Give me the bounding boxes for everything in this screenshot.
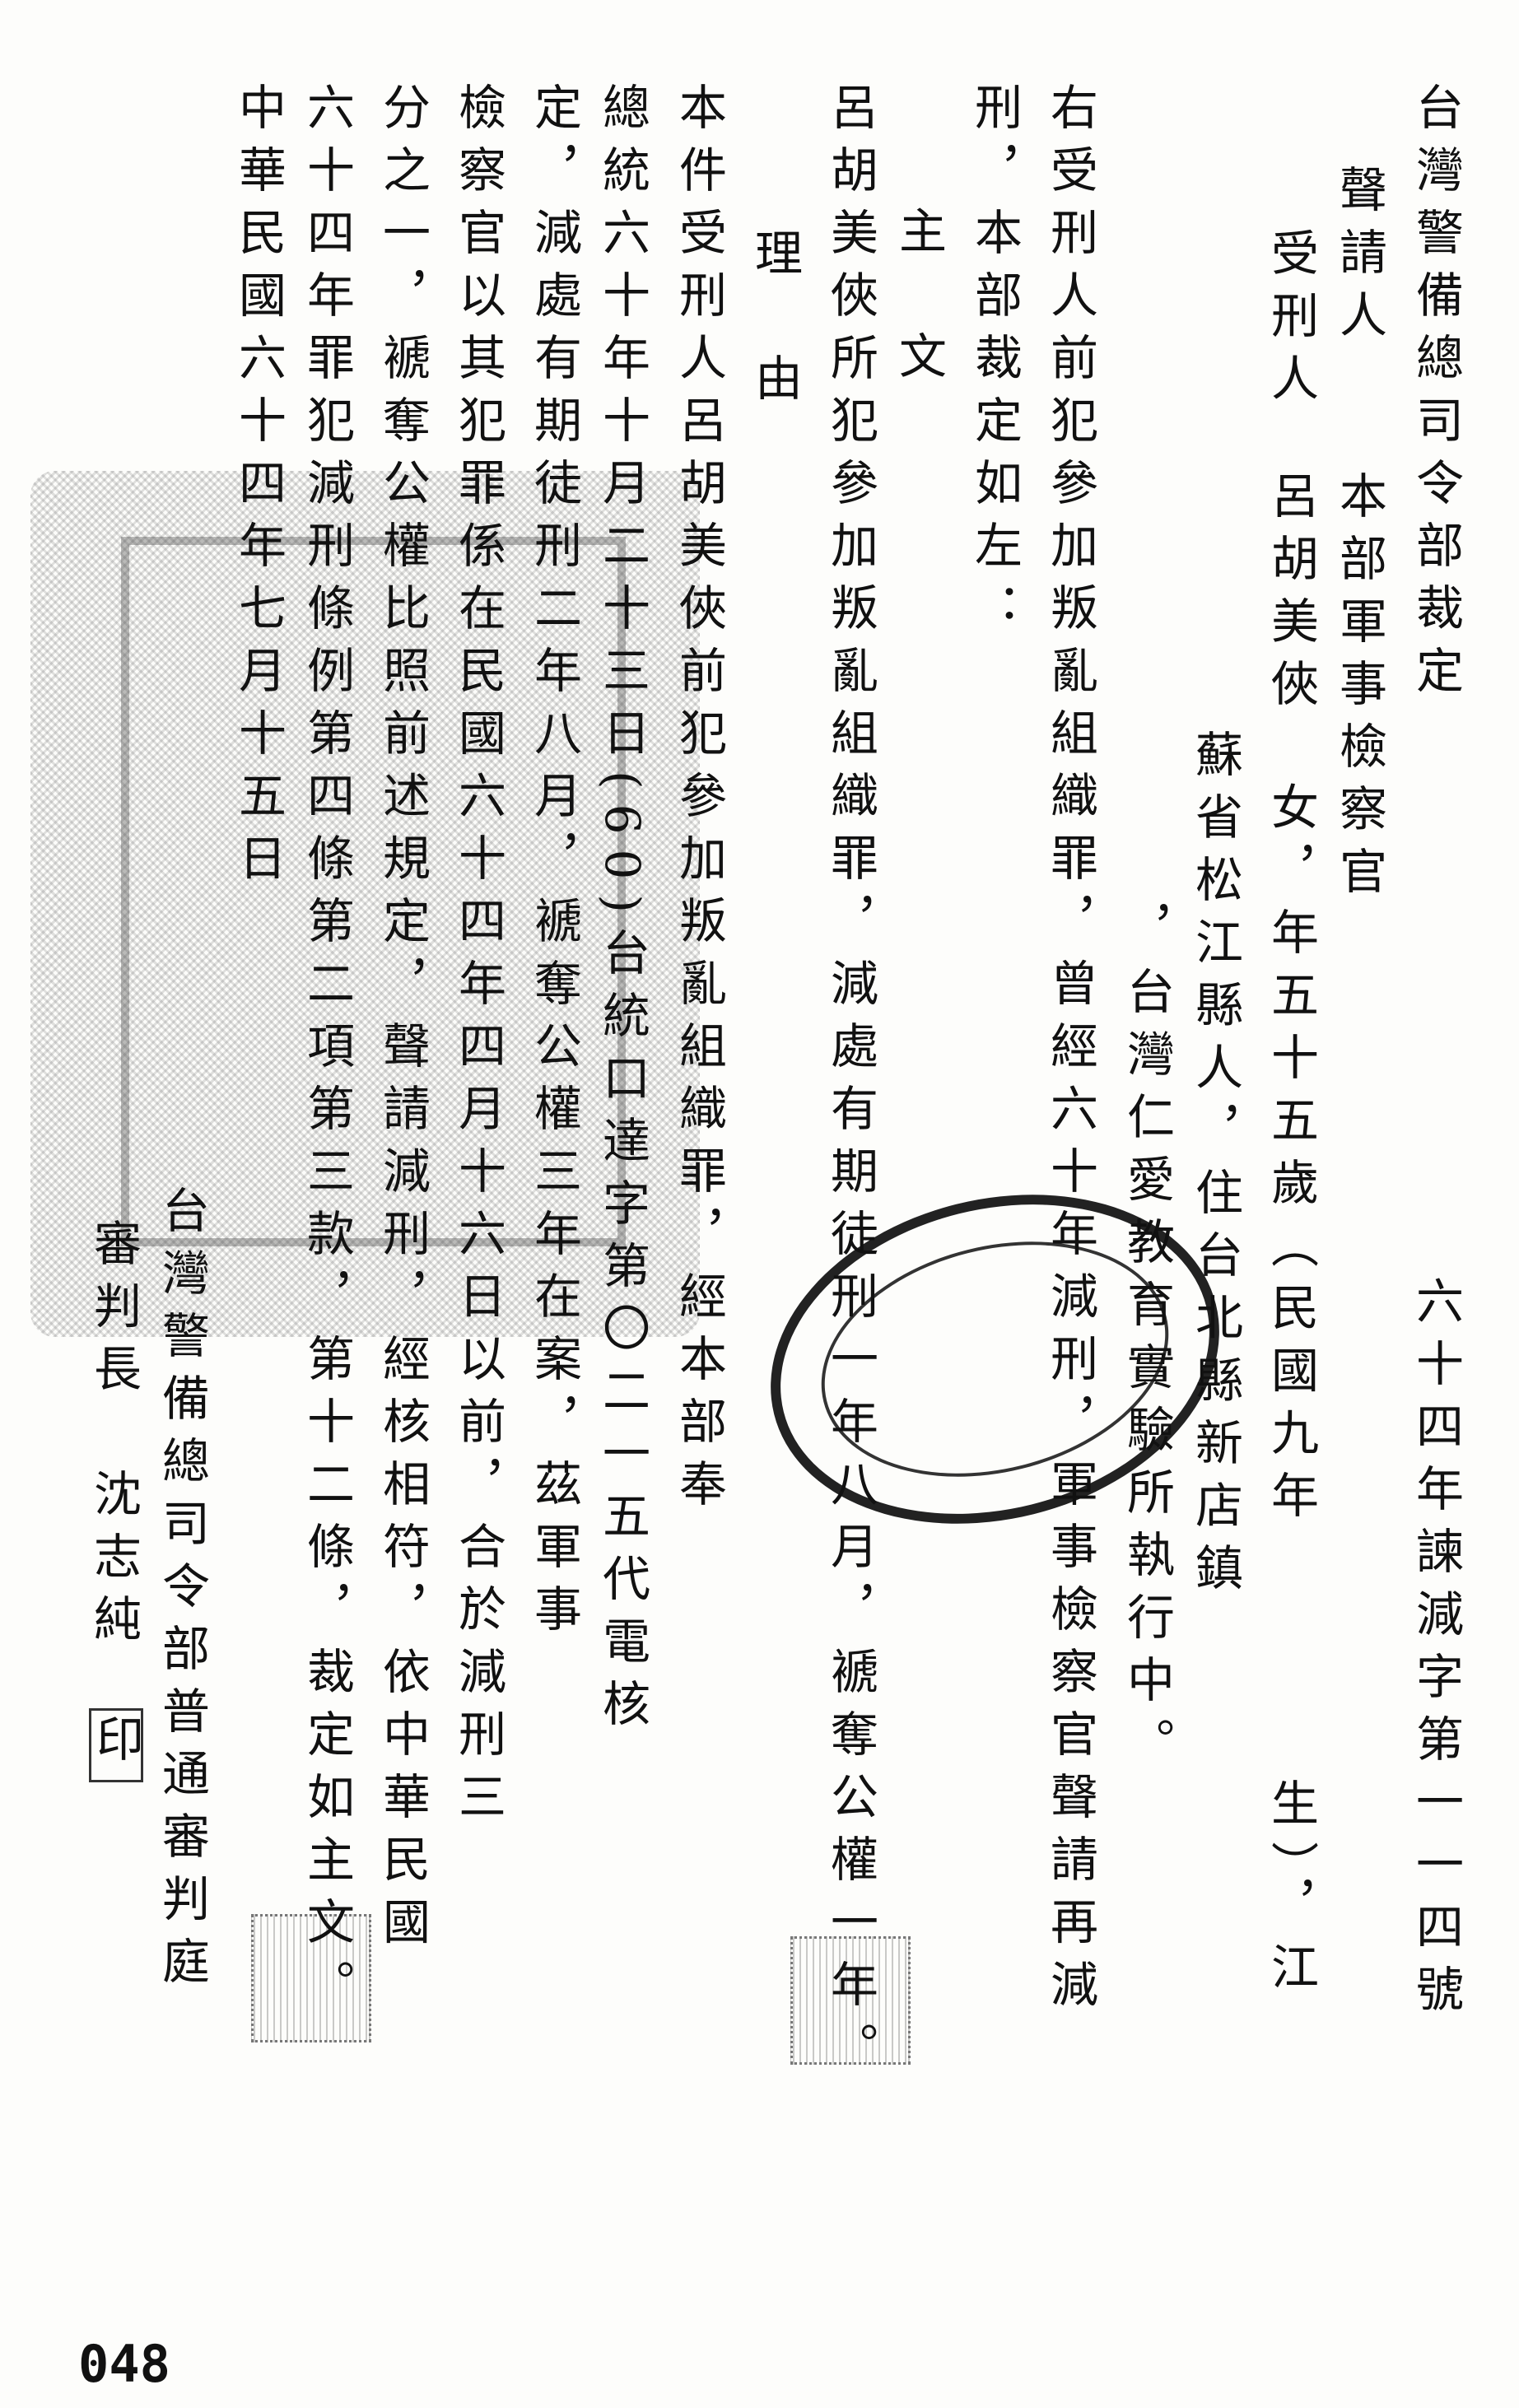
- convict-info: 女，年五十五歲（民國九年: [1263, 782, 1319, 1533]
- convict-info: 蘇省松江縣人，住台北縣新店鎮: [1187, 729, 1243, 1605]
- page-number: 048: [78, 2334, 170, 2394]
- ruling-text: 呂胡美俠所犯參加叛亂組織罪，減處有期徒刑一年八月，褫奪公權一年。: [822, 82, 878, 2084]
- reasons-line: 總統六十年十月二十三日(60)台統口達字第〇二一五代電核: [594, 82, 650, 1742]
- petitioner-label: 聲請人: [1331, 165, 1387, 352]
- official-square-seal: [30, 471, 700, 1337]
- convict-label: 受刑人: [1263, 228, 1319, 416]
- court-name: 台灣警備總司令部普通審判庭: [154, 1185, 210, 1999]
- reasons-heading: 理 由: [747, 228, 803, 416]
- case-number: 六十四年諫減字第一一四號: [1408, 1276, 1464, 2027]
- preamble-line: 刑，本部裁定如左：: [967, 82, 1023, 645]
- reasons-line: 定，減處有期徒刑二年八月，褫奪公權三年在案，茲軍事: [526, 82, 582, 1646]
- convict-name: 呂胡美俠: [1263, 471, 1319, 721]
- small-seal-stamp: [251, 1914, 371, 2042]
- small-seal-stamp: [790, 1936, 911, 2065]
- oval-court-stamp: [735, 1148, 1255, 1570]
- reasons-line: 本件受刑人呂胡美俠前犯參加叛亂組織罪，經本部奉: [671, 82, 727, 1521]
- preamble-line: 右受刑人前犯參加叛亂組織罪，曾經六十年減刑，軍事檢察官聲請再減: [1042, 82, 1098, 2022]
- document-date: 中華民國六十四年七月十五日: [231, 82, 287, 896]
- reasons-line: 六十四年罪犯減刑條例第四條第二項第三款，第十二條，裁定如主文。: [299, 82, 355, 2022]
- petitioner: 本部軍事檢察官: [1331, 471, 1387, 909]
- judge-seal-mark: 印: [88, 1708, 144, 1782]
- convict-info: ，台灣仁愛教育實驗所執行中。: [1119, 904, 1175, 1780]
- reasons-line: 分之一，褫奪公權比照前述規定，聲請減刑，經核相符，依中華民國: [375, 82, 431, 1959]
- presiding-judge: 審判長 沈志純: [86, 1218, 142, 1656]
- reasons-line: 檢察官以其犯罪係在民國六十四年四月十六日以前，合於減刑三: [450, 82, 506, 1834]
- convict-info: 生），江: [1263, 1778, 1319, 2005]
- document-title: 台灣警備總司令部裁定: [1408, 82, 1464, 708]
- ruling-heading: 主 文: [891, 206, 947, 394]
